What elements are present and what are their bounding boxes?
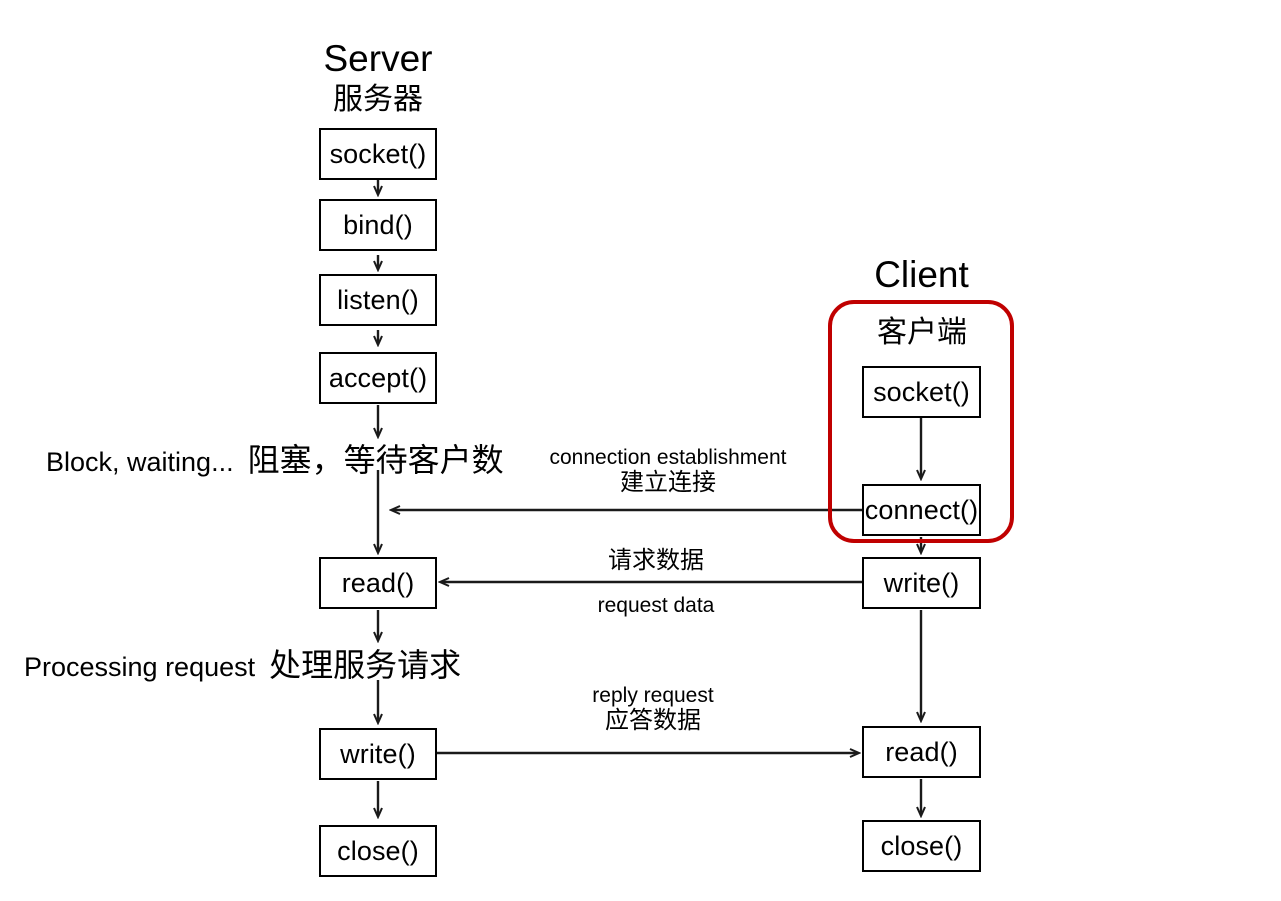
annotation-request-data-cn: 请求数据	[608, 547, 704, 574]
server-node-write[interactable]: write()	[319, 728, 437, 780]
annotation-processing-request-cn: 处理服务请求	[269, 647, 462, 683]
annotation-request-data-en: request data	[597, 594, 715, 617]
client-node-write[interactable]: write()	[862, 557, 981, 609]
annotation-connection-establishment-cn: 建立连接	[620, 468, 716, 496]
annotation-request-data-cn-wrap: 请求数据	[586, 547, 726, 575]
server-node-close[interactable]: close()	[319, 825, 437, 877]
server-node-socket[interactable]: socket()	[319, 128, 437, 180]
annotation-block-waiting: Block, waiting... 阻塞，等待客户数	[46, 442, 504, 479]
client-heading-cn: 客户端	[877, 316, 967, 349]
client-node-socket[interactable]: socket()	[862, 366, 981, 418]
client-heading-en: Client	[874, 254, 969, 295]
annotation-processing-request-en: Processing request	[24, 652, 256, 682]
client-node-close[interactable]: close()	[862, 820, 981, 872]
annotation-connection-establishment: connection establishment 建立连接	[532, 446, 804, 496]
server-node-accept[interactable]: accept()	[319, 352, 437, 404]
annotation-request-data-en-wrap: request data	[586, 594, 726, 618]
server-node-read[interactable]: read()	[319, 557, 437, 609]
annotation-processing-request: Processing request 处理服务请求	[24, 647, 462, 684]
client-node-connect[interactable]: connect()	[862, 484, 981, 536]
client-handshake-highlight	[828, 300, 1014, 543]
server-heading-en: Server	[323, 38, 433, 79]
annotation-connection-establishment-en: connection establishment	[549, 446, 787, 469]
annotation-reply-request-en: reply request	[592, 684, 714, 707]
annotation-reply-request-cn: 应答数据	[605, 706, 701, 734]
annotation-block-waiting-en: Block, waiting...	[46, 447, 234, 477]
server-heading-cn: 服务器	[333, 83, 423, 116]
annotation-block-waiting-cn: 阻塞，等待客户数	[247, 442, 504, 478]
client-node-read[interactable]: read()	[862, 726, 981, 778]
annotation-reply-request: reply request 应答数据	[582, 684, 724, 734]
server-node-bind[interactable]: bind()	[319, 199, 437, 251]
server-node-listen[interactable]: listen()	[319, 274, 437, 326]
